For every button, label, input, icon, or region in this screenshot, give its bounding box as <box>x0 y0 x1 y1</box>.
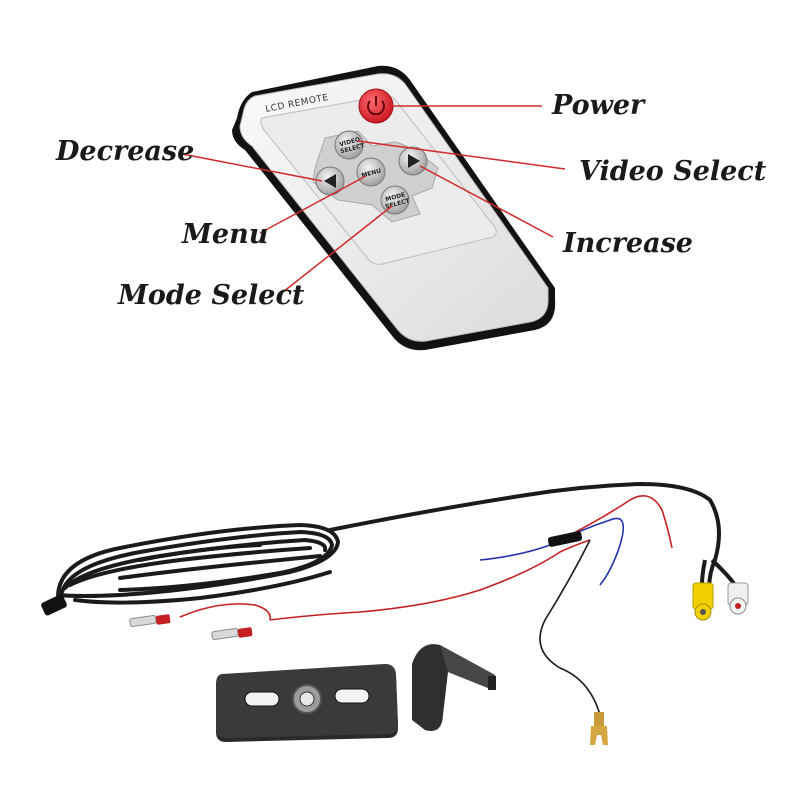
callout-mode-select: Mode Select <box>118 280 305 311</box>
callout-video-select: Video Select <box>579 156 767 187</box>
rca-yellow-connector <box>692 582 714 621</box>
arrow-right-icon <box>408 154 420 168</box>
blade-connector-1 <box>129 614 171 628</box>
red-wire-to-plug <box>269 539 591 621</box>
menu-label: MENU <box>361 167 382 179</box>
cable-assembly <box>41 481 749 745</box>
video-select-button[interactable]: VIDEO SELECT <box>334 130 366 160</box>
callout-power: Power <box>552 90 645 121</box>
arrow-left-icon <box>324 174 336 188</box>
pointer-video-select <box>357 140 566 170</box>
pointer-decrease <box>181 153 323 182</box>
pointer-menu <box>259 175 367 234</box>
inline-fuse <box>547 531 583 547</box>
red-wire-upper <box>559 494 673 549</box>
callout-menu: Menu <box>182 219 269 250</box>
blade-connector-2 <box>211 627 253 641</box>
black-wire-lug <box>539 539 601 716</box>
increase-button[interactable] <box>398 146 428 176</box>
mounting-bracket <box>412 644 496 731</box>
red-wire-left <box>179 603 272 621</box>
callout-pointers <box>181 105 566 293</box>
spade-terminal <box>590 712 608 745</box>
mode-select-label-1: MODE <box>385 191 406 203</box>
pointer-increase <box>419 165 554 238</box>
din-plug <box>41 594 67 616</box>
callout-increase: Increase <box>563 228 693 259</box>
plate-slot-left <box>244 691 280 707</box>
menu-button[interactable]: MENU <box>356 157 386 187</box>
decrease-button[interactable] <box>315 166 345 196</box>
callout-decrease: Decrease <box>56 136 195 167</box>
remote-control: LCD REMOTE VIDEO SELECT MENU <box>232 65 556 351</box>
mounting-plate <box>216 664 398 742</box>
rca-wire-yellow <box>700 559 707 586</box>
pointer-mode-select <box>282 205 393 293</box>
blue-wire <box>479 517 625 586</box>
rca-wire-white <box>710 558 737 587</box>
coiled-cable <box>56 481 721 605</box>
power-icon <box>367 96 385 116</box>
plate-slot-right <box>334 688 370 704</box>
rca-white-connector <box>727 582 749 615</box>
